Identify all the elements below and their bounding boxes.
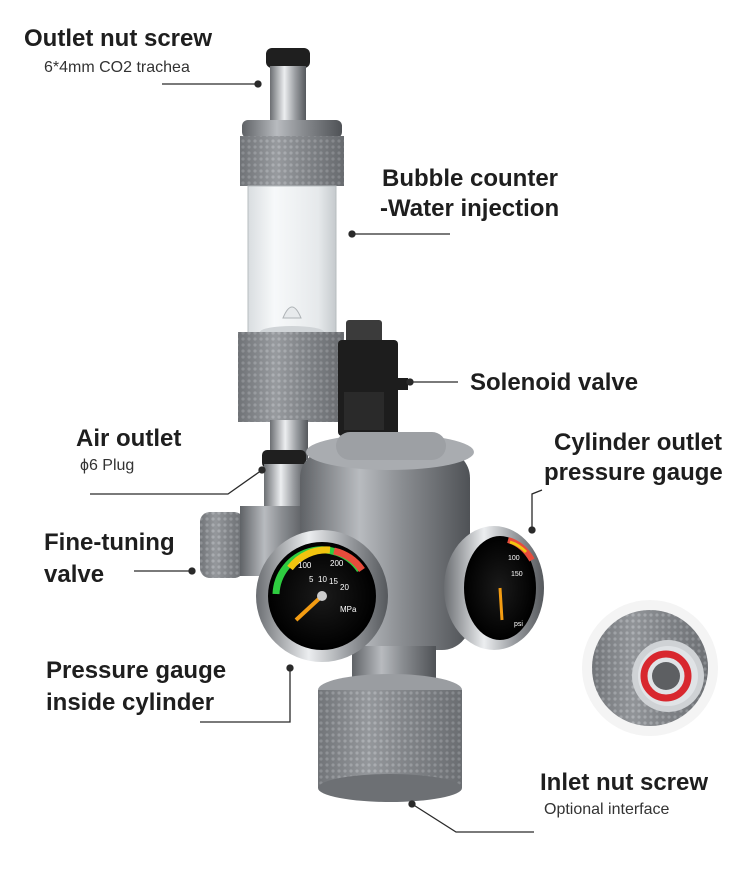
left-gauge-tick-5: 5	[309, 575, 314, 584]
left-gauge-tick-20: 20	[340, 583, 349, 592]
left-gauge-tick-100: 100	[298, 561, 312, 570]
air-outlet-title: Air outlet	[76, 425, 182, 452]
solenoid-valve	[338, 320, 408, 436]
solenoid-valve-label: Solenoid valve	[470, 369, 639, 396]
left-gauge-unit: MPa	[340, 605, 357, 614]
outlet-nut-subtitle: 6*4mm CO2 trachea	[44, 59, 190, 76]
left-gauge-tick-10: 10	[318, 575, 327, 584]
inlet-nut-subtitle: Optional interface	[544, 801, 670, 818]
right-gauge-unit: psi	[514, 621, 523, 628]
bubble-counter-line2: -Water injection	[380, 195, 560, 222]
air-outlet-subtitle: ϕ6 Plug	[80, 457, 135, 474]
right-gauge-tick-100: 100	[508, 555, 520, 562]
outlet-nut-title: Outlet nut screw	[24, 25, 213, 52]
bubble-counter-line1: Bubble counter	[382, 165, 559, 192]
bubble-counter-glass	[247, 185, 337, 338]
cylinder-outlet-gauge-line1: Cylinder outlet	[554, 429, 723, 456]
inlet-nut-detail	[582, 600, 718, 736]
outlet-pressure-gauge: 100 150 psi	[444, 526, 544, 650]
fine-tuning-line2: valve	[44, 561, 105, 588]
left-gauge-tick-15: 15	[329, 577, 338, 586]
fine-tuning-line1: Fine-tuning	[44, 529, 175, 556]
right-gauge-tick-150: 150	[511, 571, 523, 578]
bubble-counter-top-nut	[240, 120, 344, 186]
cylinder-pressure-gauge: 100 200 5 10 15 20 MPa	[256, 530, 388, 662]
inlet-nut-title: Inlet nut screw	[540, 769, 709, 796]
cylinder-outlet-gauge-line2: pressure gauge	[544, 459, 723, 486]
pressure-gauge-inside-line1: Pressure gauge	[46, 657, 227, 684]
left-gauge-tick-200: 200	[330, 559, 344, 568]
leader-lines	[90, 80, 543, 833]
pressure-gauge-inside-line2: inside cylinder	[46, 689, 215, 716]
inlet-nut	[318, 674, 462, 802]
